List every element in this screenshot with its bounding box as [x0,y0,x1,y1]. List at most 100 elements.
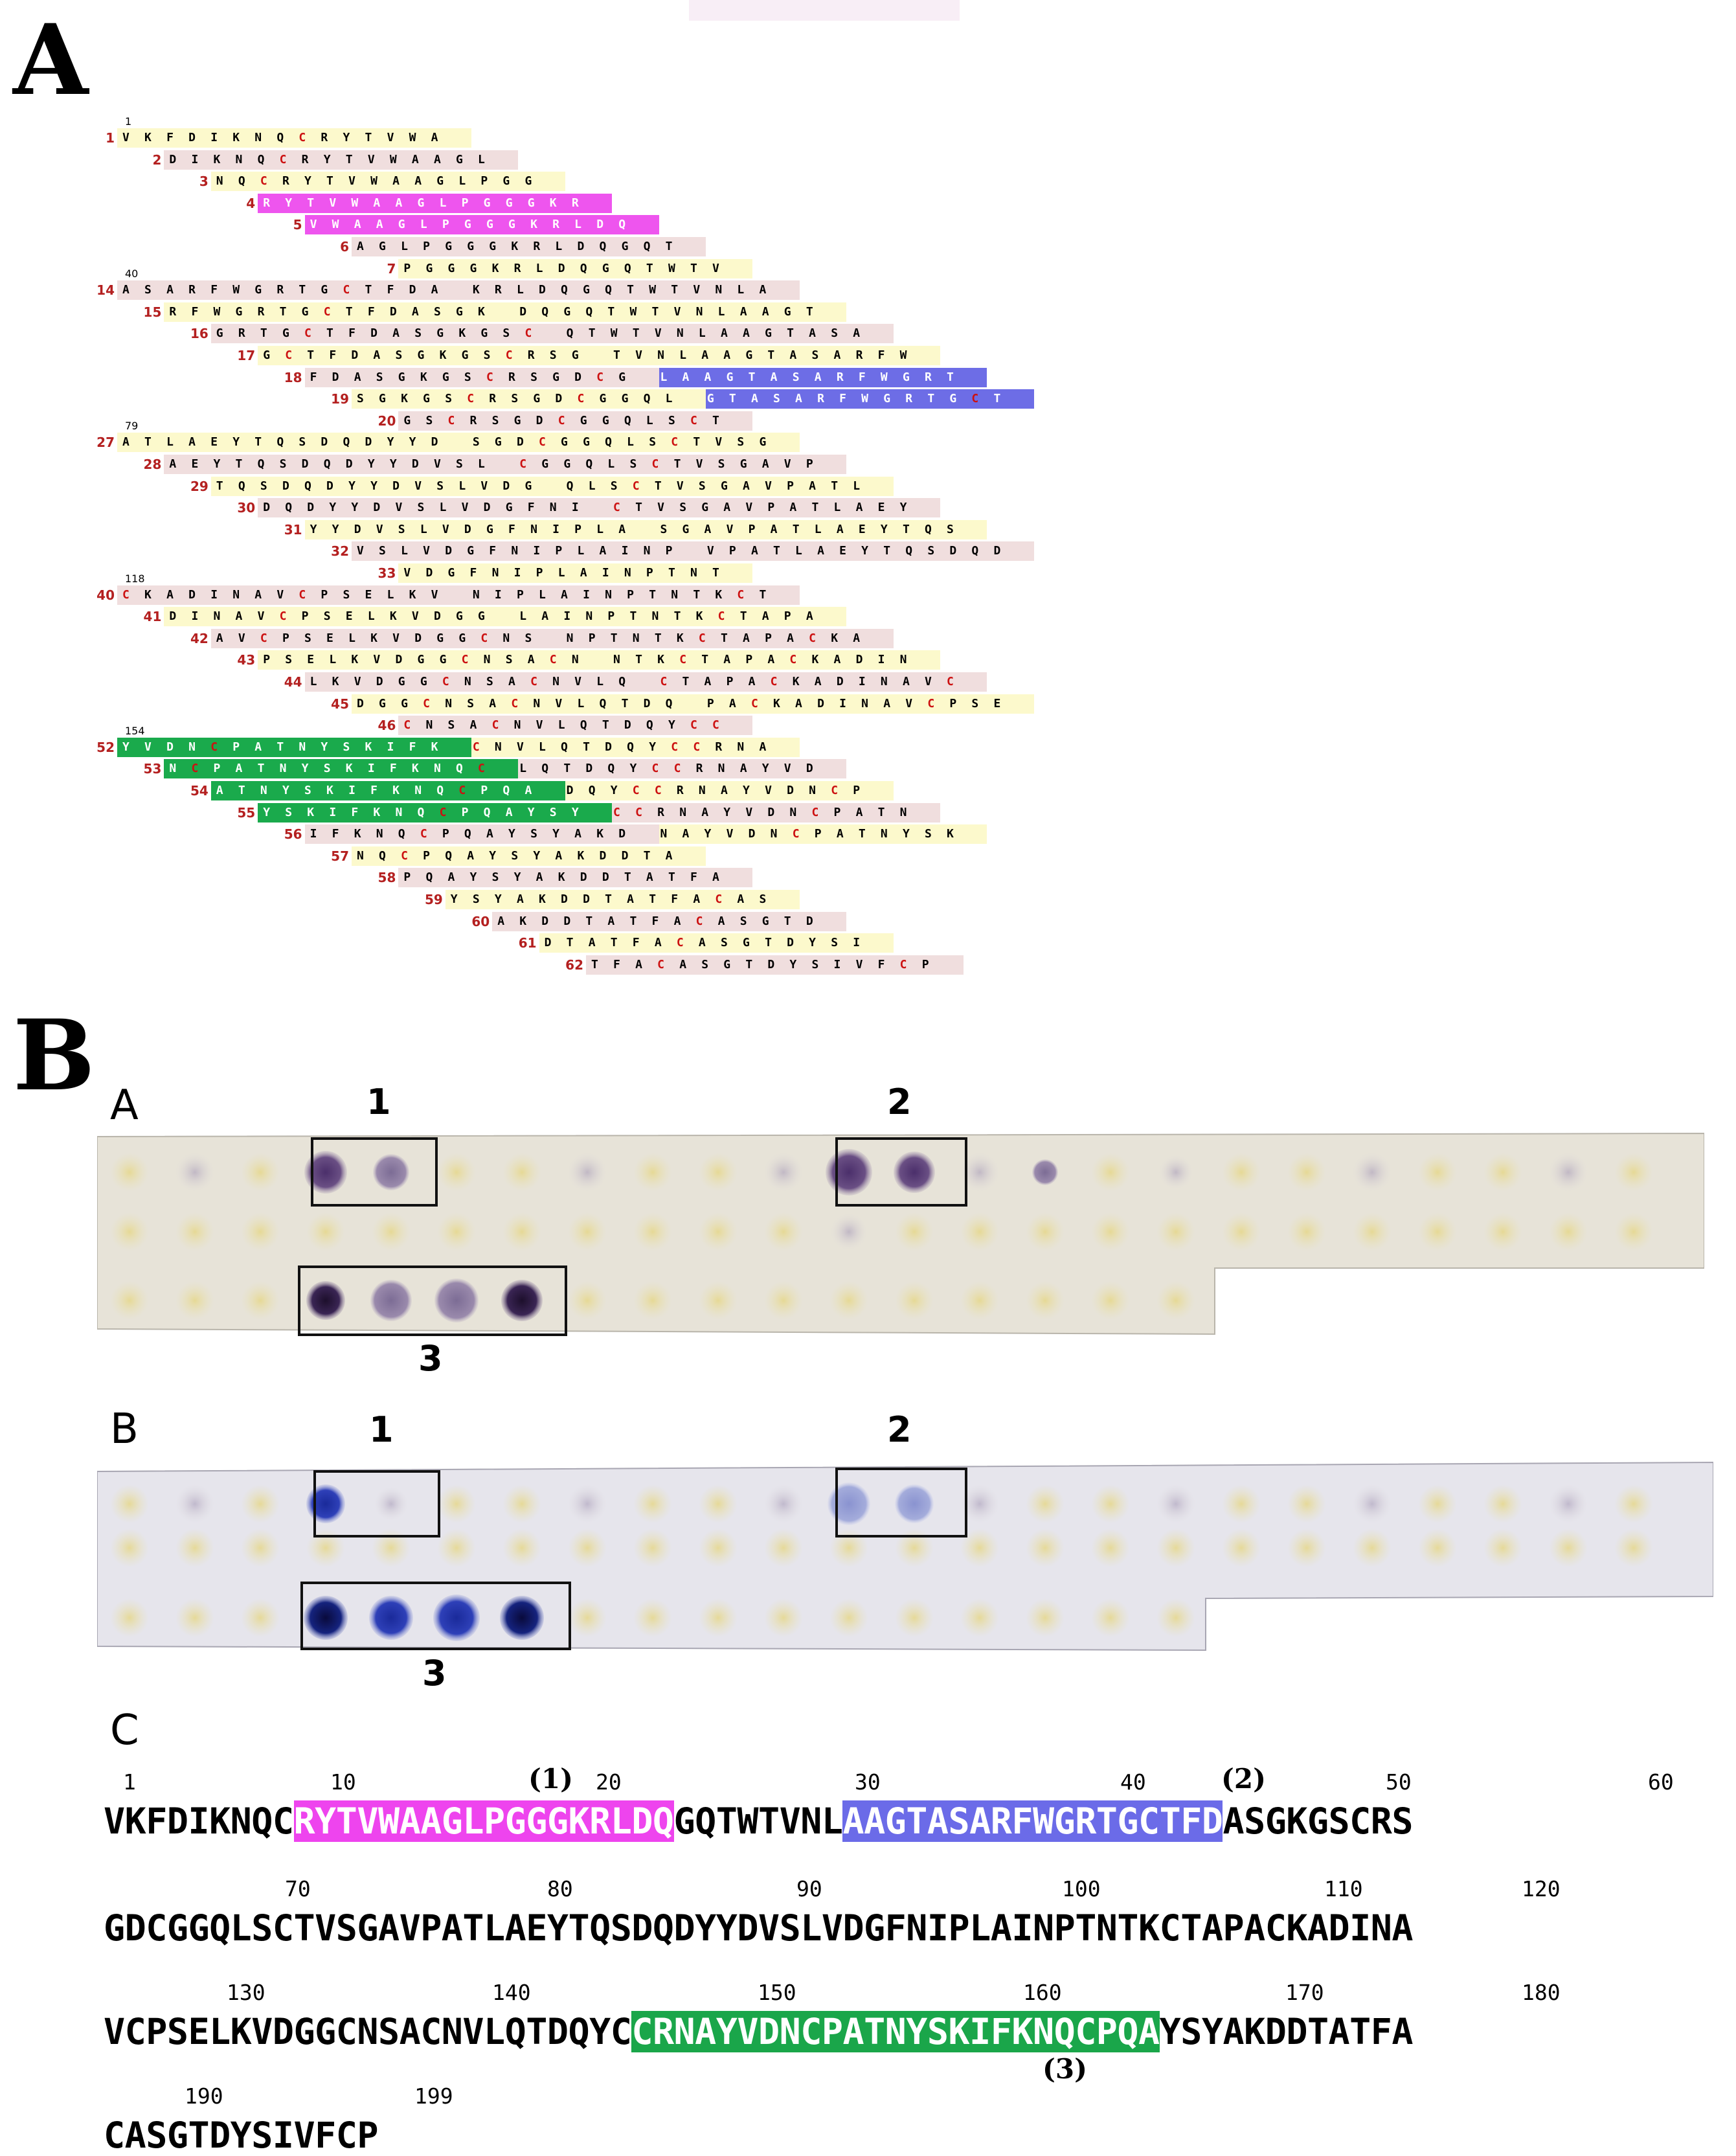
peptide-bar [164,607,519,627]
peptide-number: 58 [378,870,396,886]
peptide-bar [117,433,471,453]
blot-spot [369,1596,413,1640]
peptide-sequence: YSKIFKNQCPQAYSY [263,805,594,819]
peptide-sequence: ATLAEYTQSDQDYYD [122,435,453,449]
peptide-number: 29 [190,478,209,494]
peptide-sequence: AEYTQSDQDYYDVSL [169,457,501,471]
peptide-bar [258,498,613,518]
peptide-sequence: VDGFNIPLAINPTNT [403,566,735,580]
blot-spot [1353,1153,1392,1192]
sequence-position-number: 140 [492,1980,531,2005]
blot-spot [1483,1528,1522,1567]
blot-spot [1156,1281,1195,1320]
peptide-sequence: GRTGCTFDASGKGSC [216,326,547,341]
blot-spot [699,1153,738,1192]
peptide-sequence: WTVNLAAGTASARFW [591,348,922,362]
sequence-position-number: 100 [1062,1876,1101,1901]
peptide-bar [210,628,565,648]
peptide-sequence: CKADINAVCPSELKV [122,587,453,602]
peptide-number: 20 [378,413,396,429]
peptide-sequence: APACKADINAVCPSE [685,696,1016,710]
peptide-number: 44 [284,674,302,690]
peptide-sequence: AVCPSELKVDGGCNS [216,631,547,645]
blot-spot [370,1280,412,1321]
blot-spot [1026,1528,1065,1567]
blot-spot [633,1153,672,1192]
peptide-sequence: PQAYSYAKDDTATFA [403,870,735,885]
peptide-bar [117,737,471,757]
blot-spot [374,1487,408,1521]
blot-spot [502,1528,541,1567]
peptide-sequence: NCPATNYSKIFKNQC [169,762,501,776]
peptide-bar [304,824,659,845]
blot-spot [1091,1598,1130,1637]
sequence-position-number: 50 [1386,1769,1412,1795]
sequence-position-number: 30 [855,1769,881,1795]
blot-spot [1026,1212,1065,1251]
peptide-sequence: TFACASGTDYSIVFCP [591,957,944,971]
peptide-bar [445,280,800,301]
peptide-sequence: TQSDQDYYDVSLVDG [216,479,547,493]
blot-spot [1614,1212,1653,1251]
blot-spot [1026,1484,1065,1523]
membrane-b-box2-label: 2 [887,1409,912,1450]
peptide-number: 14 [96,282,115,299]
blot-spot [895,1598,934,1637]
epitope-label: (1) [528,1763,573,1795]
peptide-number: 42 [190,630,209,646]
peptide-number: 46 [378,718,396,734]
peptide-bar [352,389,706,409]
epitope-label: (2) [1221,1763,1266,1795]
blot-spot [1614,1484,1653,1523]
blot-spot [1222,1153,1261,1192]
peptide-bar [539,628,894,648]
blot-spot [960,1484,999,1523]
blot-spot [304,1596,348,1640]
peptide-bar [539,476,894,496]
peptide-number: 17 [237,348,256,363]
peptide-bar [492,607,847,627]
blot-spot [1222,1528,1261,1567]
peptide-sequence: DCGGQLSCTVSGAVP [497,457,828,471]
blot-spot [1549,1528,1588,1567]
blot-spot [568,1281,607,1320]
peptide-number: 19 [331,391,349,407]
blot-spot [829,1598,868,1637]
sequence-line: GDCGGQLSCTVSGAVPATLAEYTQSDQDYYDVSLVDGFNI… [104,1907,1414,1949]
peptide-sequence: TNTKCTAPACKADIN [591,653,922,667]
blot-spot [895,1484,934,1523]
peptide-number: 31 [284,521,302,538]
peptide-bar [586,650,940,670]
peptide-sequence: GQTWTVNLAAGTASA [545,326,875,341]
sequence-segment: GDCGGQLSCTVSGAVPATLAEYTQSDQDYYDVSLVDGFNI… [104,1907,1414,1949]
blot-spot [306,1528,345,1567]
peptide-bar [539,781,894,800]
blot-spot [1549,1484,1588,1523]
peptide-bar [398,563,753,583]
peptide-bar [633,519,987,539]
peptide-sequence: VWAAGLPGGGKRLDQ [310,218,641,232]
peptide-sequence: RNAYVDNCPATNYSK [638,827,969,841]
blot-spot [764,1484,803,1523]
peptide-sequence: PGGGKRLDQGQTWTV [403,261,735,275]
blot-spot [372,1528,411,1567]
membrane-a-box3-label: 3 [418,1338,443,1379]
blot-spot [241,1598,280,1637]
residue-marker: 40 [125,267,139,280]
peptide-number: 55 [237,804,256,821]
membrane-a-label: A [110,1082,139,1129]
peptide-bar [539,324,894,344]
blot-spot [110,1281,149,1320]
blot-spot [699,1528,738,1567]
blot-spot [110,1484,149,1523]
sequence-position-number: 170 [1285,1980,1324,2005]
sequence-segment: CASGTDYSIVFCP [104,2115,378,2156]
sequence-segment: ASGKGSCRS [1223,1800,1413,1842]
peptide-bar [586,955,964,975]
blot-spot [241,1281,280,1320]
peptide-bar [445,890,800,909]
blot-spot [110,1212,149,1251]
blot-spot [501,1280,543,1321]
blot-spot [1418,1212,1457,1251]
blot-spot [500,1596,544,1640]
